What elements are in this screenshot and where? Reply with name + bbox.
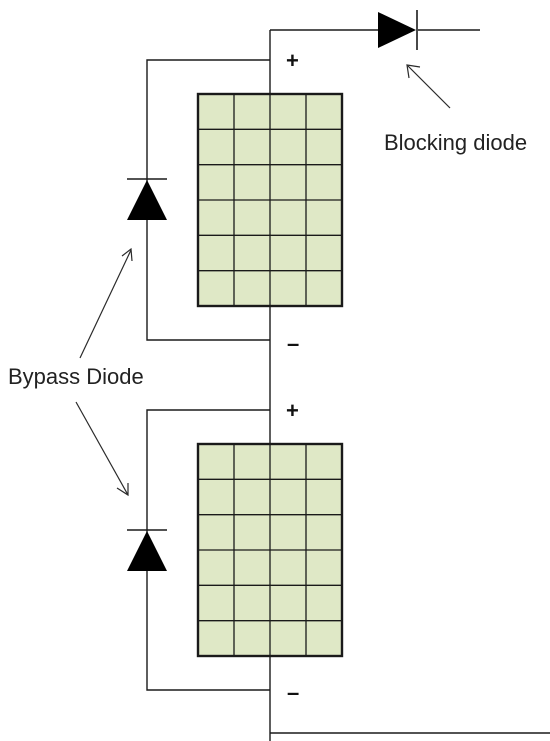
bypass-diode-bottom-icon — [127, 529, 167, 571]
bypass-diode-arrow-up-icon — [79, 247, 133, 359]
bypass-diode-top-icon — [127, 178, 167, 220]
panel-top-plus-sign: + — [286, 48, 299, 73]
blocking-diode-arrow-icon — [406, 64, 451, 109]
blocking-diode-label: Blocking diode — [384, 130, 527, 155]
bypass-diode-arrow-down-icon — [75, 401, 129, 497]
panel-top-minus-sign: – — [287, 331, 299, 356]
solar-panel-top — [196, 92, 344, 308]
blocking-diode-icon — [378, 10, 418, 50]
panel-bottom-plus-sign: + — [286, 398, 299, 423]
panel-bottom-minus-sign: – — [287, 680, 299, 705]
solar-panel-bottom — [196, 442, 344, 658]
bypass-diode-label: Bypass Diode — [8, 364, 144, 389]
